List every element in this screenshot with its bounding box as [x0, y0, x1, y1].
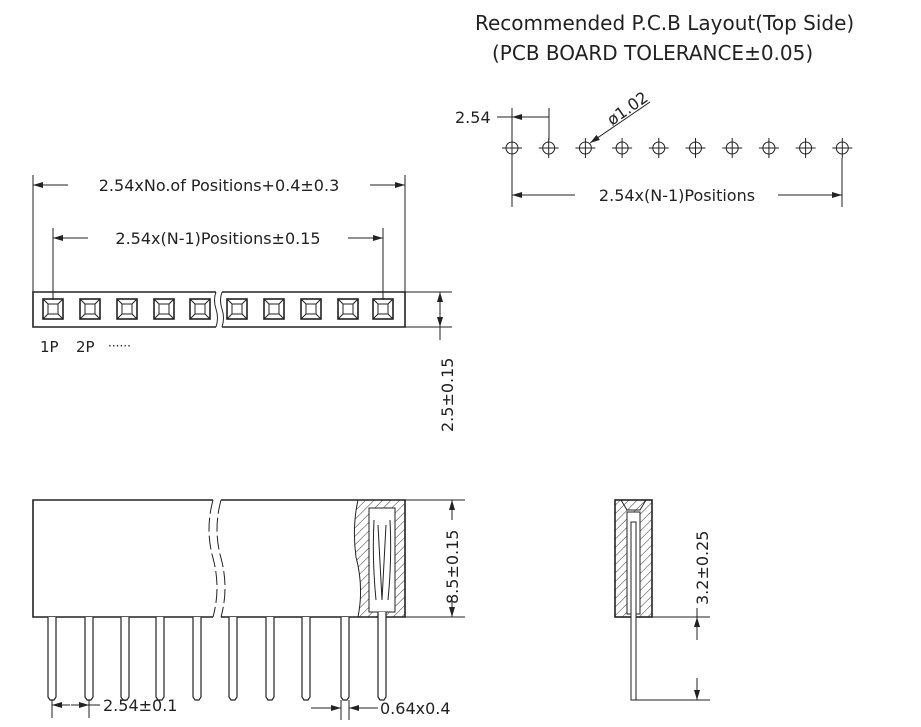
pcb-span-label: 2.54x(N-1)Positions [599, 186, 755, 205]
pins [47, 612, 387, 701]
pcb-layout-title: Recommended P.C.B Layout(Top Side) [475, 11, 854, 35]
contact-opening [372, 298, 394, 320]
pin [84, 617, 94, 701]
pin-size-label: 0.64x0.4 [380, 699, 451, 718]
pcb-pitch-label: 2.54 [455, 108, 491, 127]
pin-span-label: 2.54x(N-1)Positions±0.15 [115, 229, 320, 248]
pcb-hole [685, 138, 706, 158]
pcb-hole [612, 138, 633, 158]
pin [340, 617, 350, 701]
pin2-label: 2P [76, 338, 95, 356]
pin [155, 617, 165, 701]
contact-opening [300, 298, 322, 320]
pin [265, 617, 275, 701]
contact-opening [116, 298, 138, 320]
pcb-tolerance-note: (PCB BOARD TOLERANCE±0.05) [492, 41, 813, 65]
pcb-hole [795, 138, 816, 158]
contact-openings [42, 298, 394, 320]
top-view: 2.54xNo.of Positions+0.4±0.3 2.54x(N-1)P… [32, 175, 457, 432]
contact-opening [42, 298, 64, 320]
pin1-label: 1P [40, 338, 59, 356]
contact-opening [337, 298, 359, 320]
pin [47, 617, 57, 701]
pcb-hole [722, 138, 743, 158]
side-view: 8.5±0.15 2.54±0.1 0.64x0.4 [32, 499, 465, 720]
pcb-layout: 2.54 ø1.02 2.54x(N-1)Positions [455, 88, 853, 207]
contact-opening [189, 298, 211, 320]
pitch-label: 2.54±0.1 [103, 696, 177, 715]
height-label: 8.5±0.15 [443, 530, 462, 604]
pin [192, 617, 202, 701]
pcb-hole [648, 138, 669, 158]
pcb-hole [758, 138, 779, 158]
width-label: 2.5±0.15 [438, 358, 457, 432]
tail-length-label: 3.2±0.25 [693, 531, 712, 605]
pcb-hole [502, 138, 522, 158]
overall-length-label: 2.54xNo.of Positions+0.4±0.3 [99, 176, 340, 195]
pin [377, 612, 387, 701]
pin [228, 617, 238, 701]
contact-opening [79, 298, 101, 320]
contact-opening [226, 298, 248, 320]
pin [120, 617, 130, 701]
ellipsis-label: ······ [108, 339, 131, 353]
pcb-hole [575, 138, 596, 158]
contact-opening [263, 298, 285, 320]
contact-opening [153, 298, 175, 320]
end-view: 3.2±0.25 [614, 499, 712, 701]
pcb-holes [502, 138, 853, 158]
pin [301, 617, 311, 701]
pcb-hole [832, 138, 853, 158]
pcb-hole [538, 138, 559, 158]
hole-diameter-label: ø1.02 [603, 88, 651, 130]
